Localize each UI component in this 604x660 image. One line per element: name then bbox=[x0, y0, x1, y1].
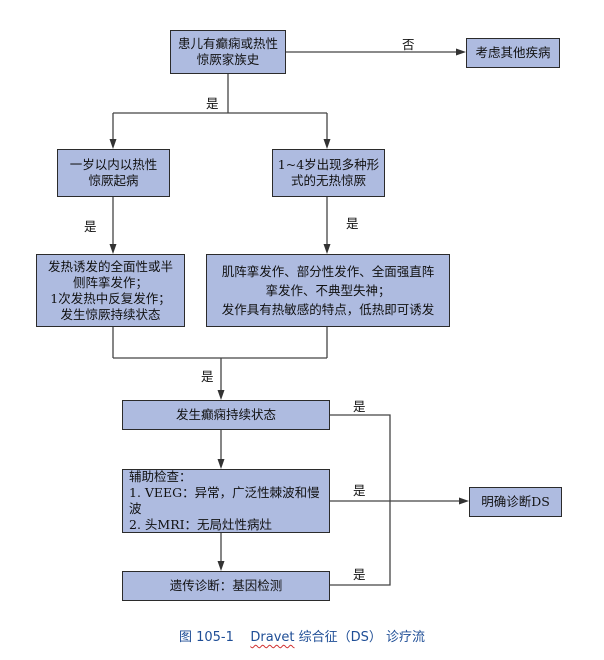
node-consider-other: 考虑其他疾病 bbox=[466, 38, 560, 68]
node-text: 明确诊断DS bbox=[481, 494, 550, 509]
arrowhead bbox=[456, 48, 466, 56]
node-family-history: 患儿有癫痫或热性 惊厥家族史 bbox=[170, 30, 286, 74]
edge-status-right bbox=[330, 414, 391, 586]
arrowhead bbox=[323, 244, 331, 254]
node-febrile-seizures: 发热诱发的全面性或半 侧阵挛发作； 1次发热中反复发作； 发生惊厥持续状态 bbox=[36, 254, 185, 327]
node-confirm-ds: 明确诊断DS bbox=[469, 487, 562, 517]
figure-caption: 图 105-1 Dravet 综合征（DS） 诊疗流 bbox=[0, 626, 604, 645]
node-text: 考虑其他疾病 bbox=[475, 45, 551, 60]
node-text: 遗传诊断：基因检测 bbox=[169, 578, 283, 593]
edge-label-yes-status: 是 bbox=[353, 399, 366, 414]
caption-figure-number: 图 105-1 bbox=[178, 630, 234, 645]
caption-dravet: Dravet bbox=[250, 630, 295, 645]
edge-label-no: 否 bbox=[402, 37, 415, 52]
node-multiple-seizures: 肌阵挛发作、部分性发作、全面强直阵 挛发作、不典型失神； 发作具有热敏感的特点，… bbox=[206, 254, 450, 327]
edge-label-yes-top: 是 bbox=[206, 96, 219, 111]
edge-label-yes-right: 是 bbox=[346, 216, 359, 231]
node-age-1-4: 1~4岁出现多种形 式的无热惊厥 bbox=[272, 149, 385, 197]
node-text: 1~4岁出现多种形 式的无热惊厥 bbox=[277, 157, 380, 188]
arrowhead bbox=[323, 139, 331, 149]
node-text: 肌阵挛发作、部分性发作、全面强直阵 挛发作、不典型失神； 发作具有热敏感的特点，… bbox=[221, 264, 435, 317]
arrowhead bbox=[217, 390, 225, 400]
node-text: 患儿有癫痫或热性 惊厥家族史 bbox=[177, 36, 278, 67]
node-genetic-diagnosis: 遗传诊断：基因检测 bbox=[122, 571, 330, 601]
node-onset-under-one: 一岁以内以热性 惊厥起病 bbox=[57, 149, 170, 197]
caption-rest: 综合征（DS） 诊疗流 bbox=[294, 630, 426, 645]
node-text: 发热诱发的全面性或半 侧阵挛发作； 1次发热中反复发作； 发生惊厥持续状态 bbox=[47, 258, 173, 322]
edge-label-yes-merge: 是 bbox=[201, 369, 214, 384]
arrowhead bbox=[109, 139, 117, 149]
edge-label-yes-left: 是 bbox=[84, 219, 97, 234]
node-text: 发生癫痫持续状态 bbox=[175, 407, 276, 422]
node-text: 辅助检查： 1. VEEG：异常，广泛性棘波和慢波 2. 头MRI：无局灶性病灶 bbox=[129, 469, 320, 532]
node-auxiliary-exam: 辅助检查： 1. VEEG：异常，广泛性棘波和慢波 2. 头MRI：无局灶性病灶 bbox=[122, 469, 330, 533]
arrowhead bbox=[109, 244, 117, 254]
node-status-epilepticus: 发生癫痫持续状态 bbox=[122, 400, 330, 430]
edge-label-yes-exam: 是 bbox=[353, 483, 366, 498]
arrowhead bbox=[217, 561, 225, 571]
arrowhead bbox=[459, 497, 469, 505]
arrowhead bbox=[217, 459, 225, 469]
edge-label-yes-genetic: 是 bbox=[353, 567, 366, 582]
node-text: 一岁以内以热性 惊厥起病 bbox=[69, 157, 158, 188]
